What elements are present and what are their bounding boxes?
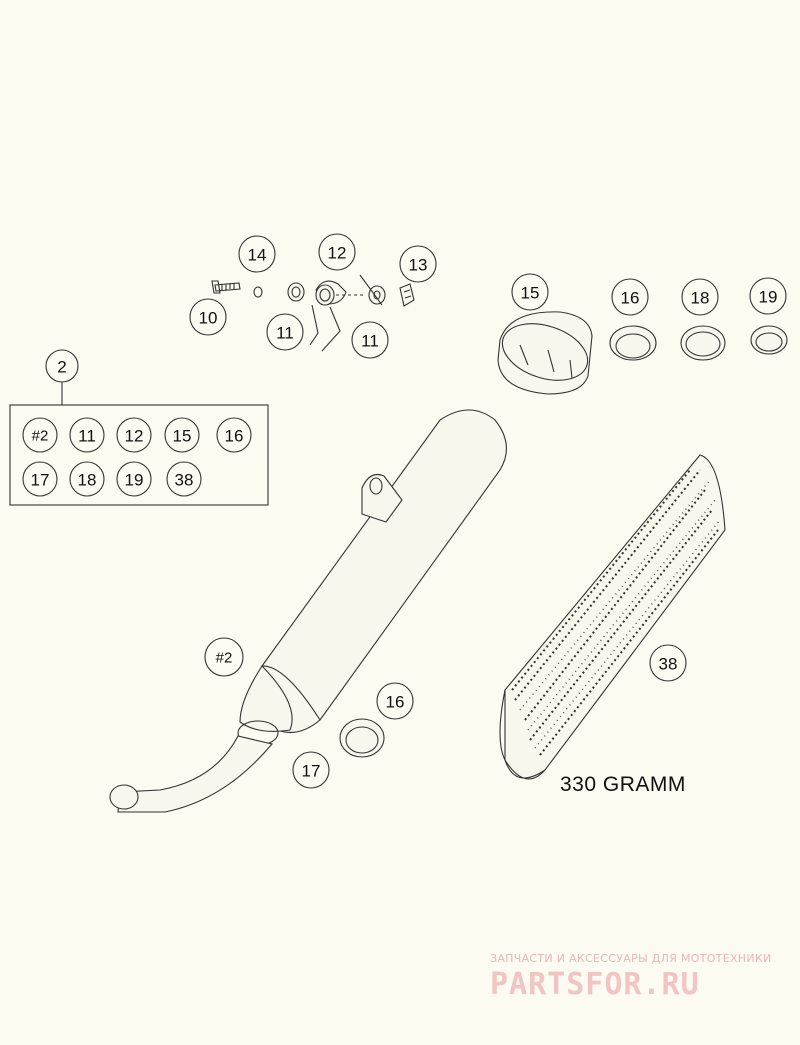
callout-18: 18 [681,278,719,316]
svg-text:16: 16 [225,427,244,446]
callout-kit-2-label: 2 [57,358,66,377]
inlet-pipe-17 [109,665,293,813]
callout-13: 13 [399,245,437,283]
packing-weight-note: 330 GRAMM [560,773,686,796]
svg-text:12: 12 [328,244,347,263]
callout-10: 10 [189,298,227,336]
callout-11a: 11 [266,313,304,351]
svg-text:18: 18 [78,471,97,490]
svg-text:13: 13 [409,256,428,275]
callout-19: 19 [749,277,787,315]
bolt-10 [211,280,241,294]
bushing-11a [287,282,305,302]
svg-text:11: 11 [78,427,96,446]
ring-18 [680,325,726,361]
svg-text:19: 19 [759,288,778,307]
kit-item-6: 17 [22,461,58,497]
kit-item-3: 12 [116,417,152,453]
kit-item-8: 19 [116,461,152,497]
callout-12: 12 [318,233,356,271]
svg-text:38: 38 [659,655,678,674]
svg-text:16: 16 [621,289,640,308]
callout-kit-2: 2 [45,349,79,383]
svg-text:#2: #2 [32,428,49,445]
svg-text:11: 11 [276,324,294,343]
callout-38: 38 [649,644,687,682]
bushing-11b [368,285,386,305]
svg-text:17: 17 [302,762,321,781]
end-cap-15 [497,311,593,395]
svg-text:17: 17 [31,471,50,490]
svg-text:14: 14 [248,246,267,265]
svg-text:#2: #2 [216,650,233,667]
callout-16a: 16 [611,278,649,316]
callout-11b: 11 [351,321,389,359]
kit-item-5: 16 [216,417,252,453]
ring-19 [750,325,788,355]
svg-text:12: 12 [125,427,144,446]
ring-16b [339,718,385,758]
svg-text:16: 16 [386,693,405,712]
svg-text:38: 38 [175,471,194,490]
svg-text:18: 18 [691,289,710,308]
callout-16b: 16 [376,682,414,720]
kit-item-1: #2 [22,417,58,453]
svg-text:15: 15 [521,284,540,303]
kit-box [9,382,269,506]
svg-text:19: 19 [125,471,144,490]
svg-text:10: 10 [199,309,218,328]
kit-item-9: 38 [166,461,202,497]
packing-wool-38 [499,454,726,780]
kit-item-7: 18 [69,461,105,497]
kit-item-4: 15 [164,417,200,453]
watermark-logo: PARTSFOR.RU [490,967,700,1002]
silencer-body [252,409,507,733]
callout-14: 14 [238,235,276,273]
kit-item-2: 11 [69,417,105,453]
callout-15: 15 [511,273,549,311]
washer-14 [253,286,263,298]
rubber-mount-12 [309,280,347,352]
svg-text:11: 11 [361,332,379,351]
watermark-tagline: ЗАПЧАСТИ И АКСЕССУАРЫ ДЛЯ МОТОТЕХНИКИ [490,952,772,965]
callout-17: 17 [292,751,330,789]
svg-text:15: 15 [173,427,192,446]
callout-silencer-2: #2 [204,637,244,677]
ring-16a [609,325,657,361]
clip-13 [399,283,415,307]
